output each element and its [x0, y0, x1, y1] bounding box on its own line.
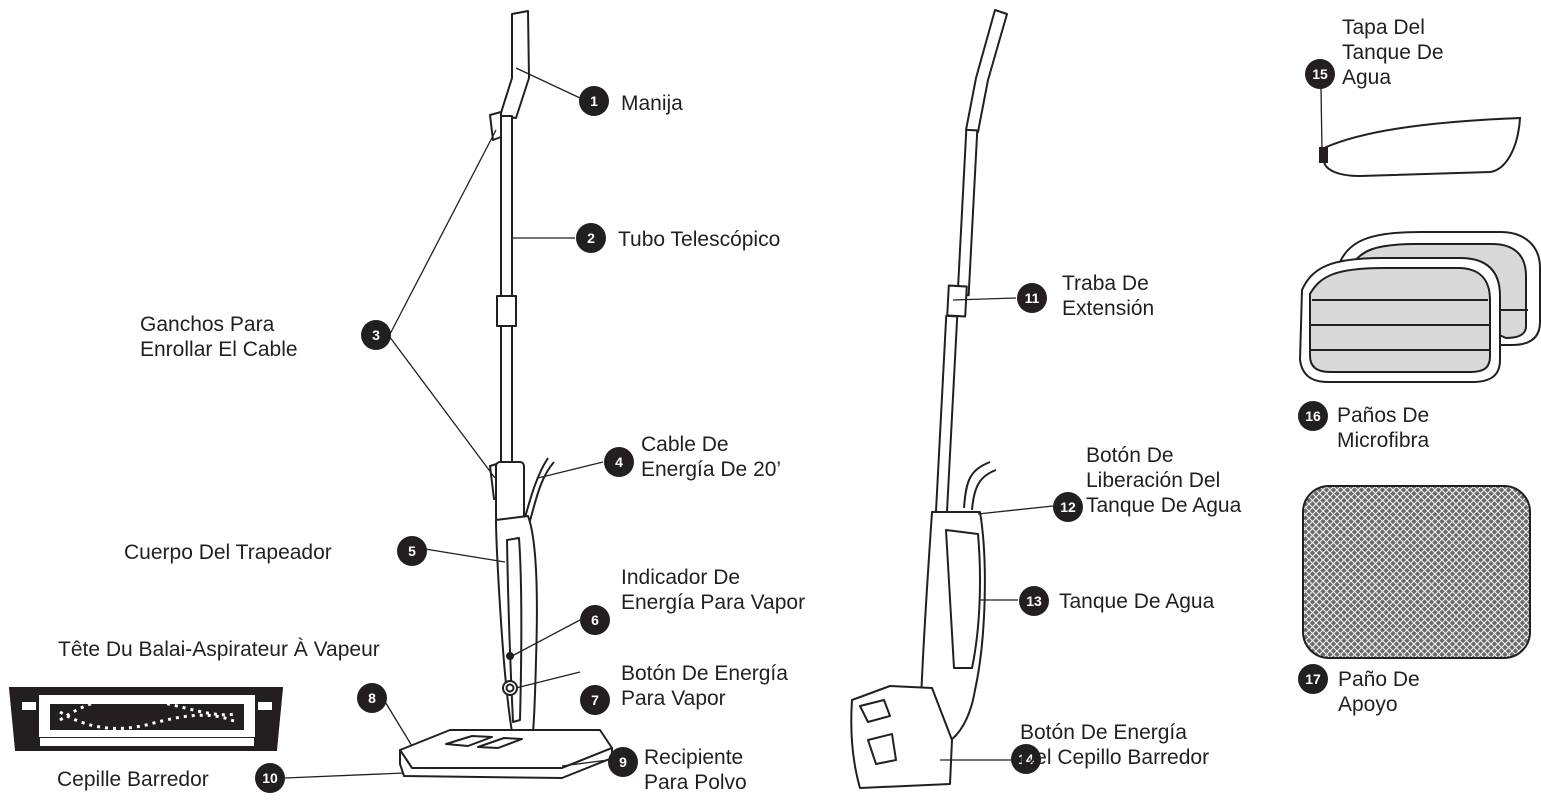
label-boton-energia-vapor: Botón De Energía Para Vapor [621, 662, 788, 710]
side-water-tank [945, 529, 981, 669]
label-cuerpo-trapeador: Cuerpo Del Trapeador [124, 541, 332, 564]
side-extension-collar [946, 284, 968, 318]
callout-5-badge: 5 [397, 536, 427, 566]
lower-tube [500, 325, 513, 467]
label-panos-microfibra: Paños De Microfibra [1337, 404, 1430, 452]
callout-12-badge: 12 [1053, 492, 1083, 522]
callout-8-badge: 8 [357, 683, 387, 713]
label-recipiente-polvo: Recipiente Para Polvo [644, 746, 747, 794]
label-traba-extension: Traba De Extensión [1062, 272, 1155, 320]
label-manija: Manija [621, 92, 683, 115]
upper-cord-hook [489, 111, 502, 141]
label-tubo-telescopico: Tubo Telescópico [618, 228, 781, 251]
label-ganchos-cable: Ganchos Para Enrollar El Cable [140, 313, 298, 361]
callout-4-badge: 4 [604, 447, 634, 477]
mop-body-window [506, 537, 523, 723]
callout-7-badge: 7 [580, 685, 610, 715]
water-tank-cap-illustration [1319, 116, 1522, 178]
label-pano-apoyo: Paño De Apoyo [1338, 668, 1420, 716]
front-steam-mop [399, 10, 613, 779]
callout-15-badge: 15 [1305, 59, 1335, 89]
microfiber-pads-illustration [1298, 231, 1541, 383]
label-tanque-agua: Tanque De Agua [1059, 590, 1215, 613]
label-cepille-barredor: Cepille Barredor [57, 768, 209, 791]
label-boton-cepillo-barredor: Botón De Energía Del Cepillo Barredor [1020, 721, 1210, 769]
callout-9-badge: 9 [608, 747, 638, 777]
side-lower-tube [934, 314, 959, 518]
label-indicador-energia: Indicador De Energía Para Vapor [621, 566, 806, 614]
callout-2-badge: 2 [576, 223, 606, 253]
sweeper-brush-illustration [8, 687, 284, 751]
label-cable-energia: Cable De Energía De 20’ [641, 433, 782, 481]
body-neck [495, 461, 525, 523]
callout-11-badge: 11 [1017, 283, 1047, 313]
extension-collar [496, 295, 517, 327]
side-handle [965, 9, 1008, 133]
mop-body [495, 515, 538, 745]
callout-10-badge: 10 [255, 763, 285, 793]
callout-16-badge: 16 [1298, 401, 1328, 431]
callout-14-badge: 14 [1011, 744, 1041, 774]
leader-lines [284, 67, 1323, 779]
callout-1-badge: 1 [579, 86, 609, 116]
side-steam-mop [850, 9, 1008, 789]
side-upper-tube [956, 128, 979, 297]
callout-3-badge: 3 [361, 320, 391, 350]
side-mop-head [850, 685, 953, 789]
label-boton-liberacion-tanque: Botón De Liberación Del Tanque De Agua [1086, 444, 1242, 517]
backing-pad-illustration [1302, 485, 1531, 659]
label-tapa-tanque: Tapa Del Tanque De Agua [1342, 16, 1444, 89]
upper-tube [500, 115, 513, 299]
callout-17-badge: 17 [1298, 664, 1328, 694]
label-tete-balai: Tête Du Balai-Aspirateur À Vapeur [58, 638, 380, 661]
callout-13-badge: 13 [1019, 586, 1049, 616]
handle-grip [499, 10, 530, 119]
callout-6-badge: 6 [580, 605, 610, 635]
